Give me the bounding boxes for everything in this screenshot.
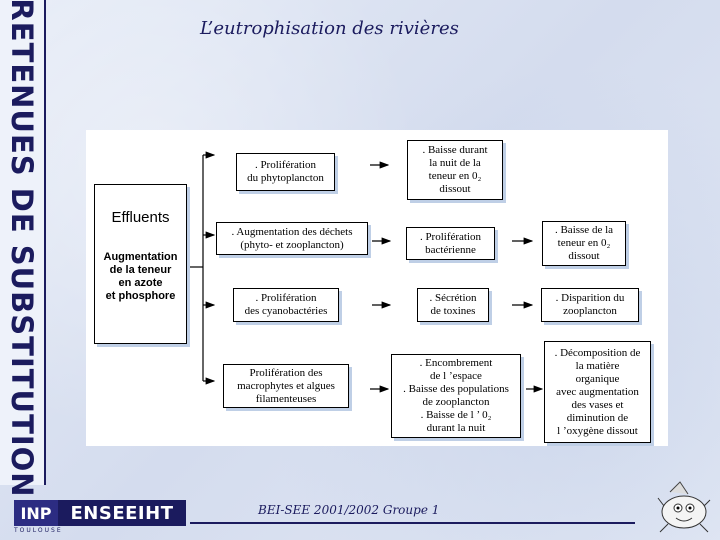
box-line: . Prolifération	[255, 292, 317, 304]
box-line: . Encombrement	[419, 357, 493, 369]
box-line: . Augmentation des déchets	[231, 225, 353, 238]
mascot-icon	[657, 481, 711, 533]
box-line: dissout	[439, 183, 471, 195]
box-line: dissout	[568, 250, 600, 262]
box-line: . Disparition du	[555, 292, 625, 304]
box-line: des vases et	[571, 398, 624, 411]
effect-box-baisse-nuit: . Baisse durant la nuit de la teneur en …	[407, 140, 503, 200]
effect-box-disparition: . Disparition du zooplancton	[541, 288, 639, 322]
effect-box-phytoplankton: . Prolifération du phytoplancton	[236, 153, 335, 191]
source-line: de la teneur	[109, 264, 172, 276]
box-line: . Baisse des populations	[403, 383, 509, 395]
box-line: zooplancton	[563, 305, 617, 317]
box-line: filamenteuses	[255, 392, 317, 405]
source-box: Effluents Augmentation de la teneur en a…	[94, 184, 187, 344]
box-line: la matière	[575, 359, 620, 372]
effect-box-toxines: . Sécrétion de toxines	[417, 288, 489, 322]
effect-box-cyanobacteries: . Prolifération des cyanobactéries	[233, 288, 339, 322]
box-line: . Décomposition de	[554, 346, 641, 359]
box-line: . Prolifération	[254, 159, 317, 171]
box-line: macrophytes et algues	[237, 379, 335, 392]
box-line: . Prolifération	[419, 230, 482, 243]
box-line: des cyanobactéries	[244, 305, 328, 317]
effect-box-dechets: . Augmentation des déchets (phyto- et zo…	[216, 222, 368, 255]
effect-box-decomposition: . Décomposition de la matière organique …	[544, 341, 651, 443]
enseeiht-logo: ENSEEIHT	[58, 500, 186, 526]
sidebar: RETENUES DE SUBSTITUTION	[0, 0, 46, 498]
box-line: avec augmentation	[556, 385, 639, 398]
effect-box-encombrement: . Encombrement de l ’espace . Baisse des…	[391, 354, 521, 438]
box-line: de zooplancton	[422, 396, 490, 408]
box-line: . Baisse durant	[422, 144, 488, 156]
box-line: bactérienne	[425, 243, 476, 256]
source-line: et phosphore	[105, 290, 176, 302]
logo-subtitle: TOULOUSE	[14, 527, 63, 534]
box-line: . Baisse de l ’ 0₂	[420, 409, 492, 421]
box-line: de toxines	[430, 305, 476, 317]
effect-box-bacterienne: . Prolifération bactérienne	[406, 227, 495, 260]
box-line: la nuit de la	[429, 157, 481, 169]
box-line: organique	[575, 372, 620, 385]
box-line: diminution de	[566, 411, 629, 424]
box-line: du phytoplancton	[247, 172, 324, 184]
source-line: en azote	[118, 277, 163, 289]
box-line: . Baisse de la	[554, 224, 614, 236]
box-line: teneur en 0₂	[557, 237, 611, 249]
box-line: teneur en 0₂	[428, 170, 482, 182]
effect-box-macrophytes: Prolifération des macrophytes et algues …	[223, 364, 349, 408]
box-line: (phyto- et zooplancton)	[240, 238, 344, 251]
box-line: l ’oxygène dissout	[557, 424, 638, 437]
source-line: Augmentation	[103, 251, 178, 263]
box-line: de l ’espace	[430, 370, 482, 382]
footer-line	[190, 522, 635, 524]
inp-logo: INP	[14, 500, 58, 526]
box-line: . Sécrétion	[429, 292, 477, 304]
footer-text: BEI-SEE 2001/2002 Groupe 1	[258, 503, 440, 517]
effect-box-baisse-o2: . Baisse de la teneur en 0₂ dissout	[542, 221, 626, 266]
box-line: Prolifération des	[249, 366, 323, 379]
box-line: durant la nuit	[426, 422, 486, 434]
slide-title: L’eutrophisation des rivières	[200, 18, 459, 39]
source-title: Effluents	[111, 209, 170, 226]
